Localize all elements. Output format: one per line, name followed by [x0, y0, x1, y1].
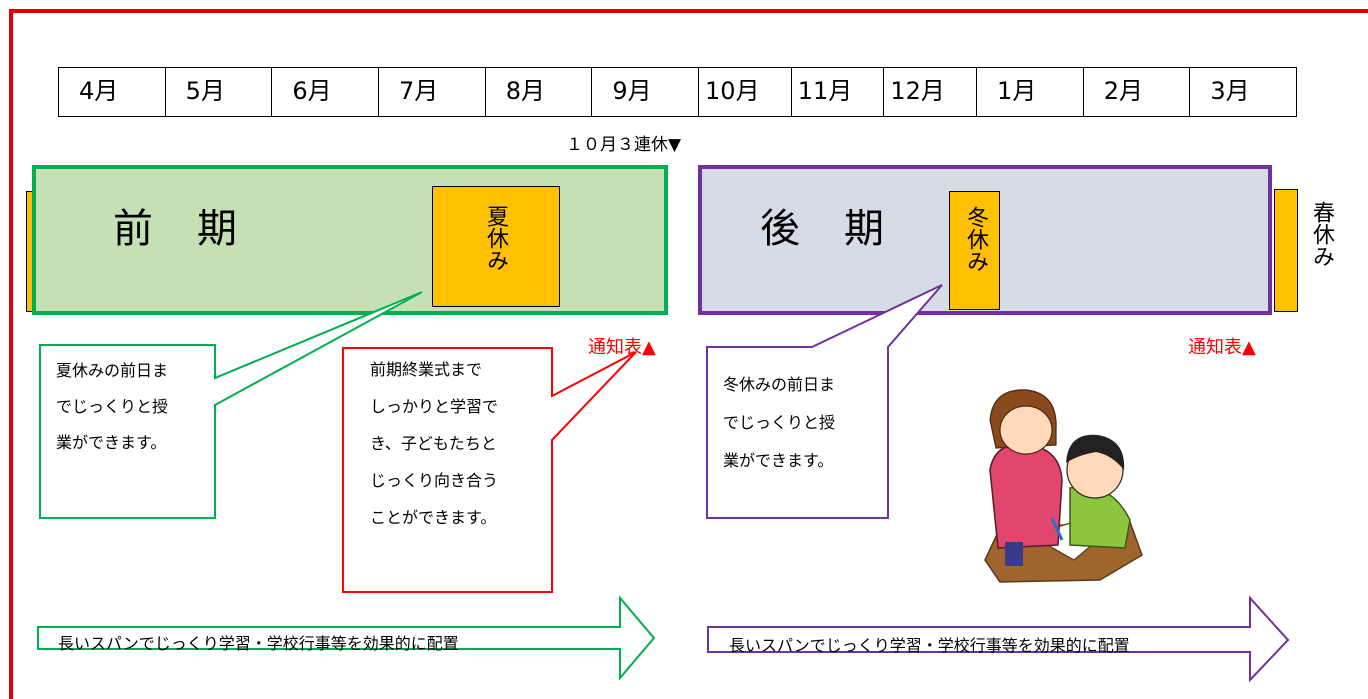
first-term-arrow: [37, 595, 656, 681]
report-card-second: 通知表▲: [1188, 337, 1256, 358]
summer-vacation-label: 夏休み: [483, 205, 508, 271]
summer-vacation-block: 夏休み: [432, 186, 560, 307]
month-cell: 4月: [59, 68, 166, 116]
closing-callout-shape: [342, 347, 637, 593]
spring-vacation-bar: [1274, 189, 1298, 312]
callout-line: 前期終業式まで: [370, 360, 483, 379]
callout-line: じっくり向き合う: [370, 471, 499, 490]
callout-line: 業ができます。: [723, 451, 834, 470]
first-term-title: 前 期: [113, 206, 239, 252]
first-term-block: [32, 165, 668, 315]
page-frame: [9, 9, 1368, 699]
callout-line: 夏休みの前日ま: [56, 361, 169, 380]
holiday-note: １０月３連休▼: [566, 135, 682, 155]
second-term-title: 後 期: [760, 206, 886, 252]
callout-line: でじっくりと授: [723, 413, 836, 432]
callout-line: ことができます。: [370, 508, 497, 527]
callout-line: 冬休みの前日ま: [723, 375, 836, 394]
callout-line: き、子どもたちと: [370, 434, 497, 453]
month-cell: 6月: [272, 68, 380, 116]
winter-callout-text: 冬休みの前日ま でじっくりと授 業ができます。: [723, 366, 883, 480]
spring-vacation-label: 春休み: [1309, 201, 1334, 267]
month-cell: 10月: [699, 68, 792, 116]
winter-vacation-label: 冬休み: [963, 206, 988, 272]
callout-line: 業ができます。: [56, 433, 167, 452]
month-cell: 7月: [379, 68, 486, 116]
summer-callout-text: 夏休みの前日ま でじっくりと授 業ができます。: [56, 353, 208, 461]
summer-callout-shape: [39, 291, 423, 519]
winter-vacation-block: 冬休み: [949, 191, 1000, 310]
callout-line: でじっくりと授: [56, 397, 169, 416]
month-header: 4月 5月 6月 7月 8月 9月 10月 11月 12月 1月 2月 3月: [58, 67, 1297, 117]
second-term-arrow-text: 長いスパンでじっくり学習・学校行事等を効果的に配置: [729, 636, 1130, 655]
month-cell: 3月: [1210, 77, 1250, 105]
second-term-arrow: [707, 595, 1290, 683]
month-cell: 2月: [1084, 68, 1191, 116]
winter-callout-shape: [706, 284, 943, 519]
report-card-first: 通知表▲: [588, 337, 656, 358]
month-cell: 5月: [166, 68, 273, 116]
diagram-shapes: [37, 284, 1290, 683]
first-term-arrow-text: 長いスパンでじっくり学習・学校行事等を効果的に配置: [58, 634, 459, 653]
month-cell: 1月: [977, 68, 1084, 116]
callout-line: しっかりと学習で: [370, 397, 499, 416]
month-cell: 9月: [592, 68, 700, 116]
month-cell: 12月: [884, 68, 978, 116]
closing-callout-text: 前期終業式まで しっかりと学習で き、子どもたちと じっくり向き合う ことができ…: [370, 351, 546, 536]
month-cell: 8月: [486, 68, 593, 116]
month-cell: 11月: [792, 68, 885, 116]
teacher-student-illustration: [984, 389, 1143, 583]
